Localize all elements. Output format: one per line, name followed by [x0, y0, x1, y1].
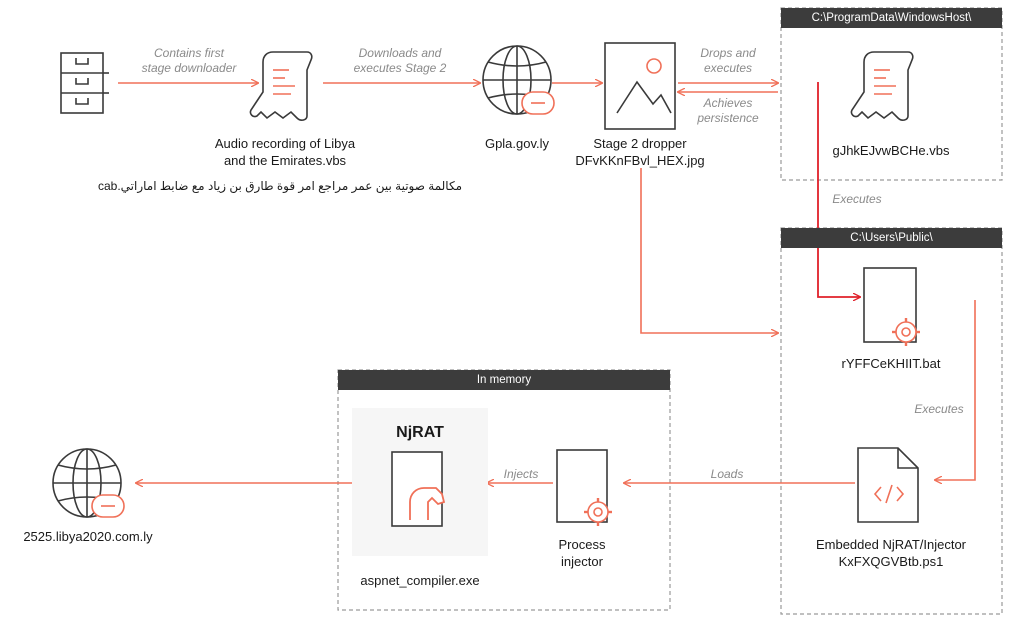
globe-icon [482, 45, 555, 115]
aspnet-label: aspnet_compiler.exe [360, 573, 480, 588]
scroll-script-icon-2 [850, 51, 914, 121]
code-file-icon [857, 447, 919, 523]
document-gear-icon-2 [556, 449, 612, 526]
programdata-box [780, 7, 1003, 181]
arrow-dropper-to-bat [640, 168, 778, 333]
arrows [118, 83, 976, 483]
globe-icon-2 [52, 448, 125, 518]
memory-box [337, 369, 671, 611]
arrow-bat-to-ps1 [935, 300, 976, 480]
programdata-box-title: C:\ProgramData\WindowsHost\ [781, 8, 1002, 28]
scroll-script-icon [249, 51, 313, 121]
image-file-icon [604, 42, 676, 130]
memory-box-title: In memory [338, 370, 670, 390]
c2-label: 2525.libya2020.com.ly [23, 529, 153, 544]
arabic-cab-label: مكالمة صوتية بين عمر مراجع امر قوة طارق … [97, 179, 462, 193]
horse-file-icon [391, 451, 446, 527]
public-box-title: C:\Users\Public\ [781, 228, 1002, 248]
file-cabinet-icon [60, 52, 109, 114]
vbs2-label: gJhkEJvwBCHe.vbs [832, 143, 950, 158]
njrat-title: NjRAT [396, 424, 444, 441]
bat-label: rYFFCeKHIIT.bat [841, 356, 941, 371]
edge-label-executes-1: Executes [832, 192, 882, 206]
edge-label-loads: Loads [710, 467, 744, 481]
edge-label-injects: Injects [503, 467, 539, 481]
public-box [780, 227, 1003, 615]
document-gear-icon [863, 267, 920, 346]
arrow-vbs-to-bat [817, 82, 860, 297]
gpla-label: Gpla.gov.ly [484, 136, 550, 151]
edge-label-executes-2: Executes [914, 402, 964, 416]
